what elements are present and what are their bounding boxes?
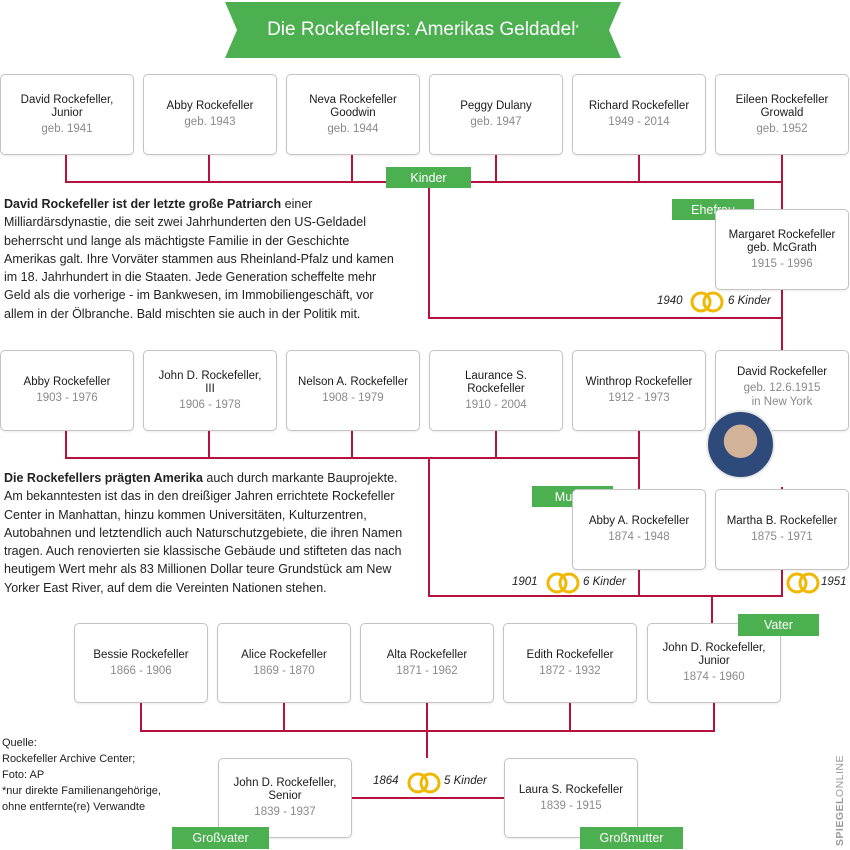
person-card-laurance: Laurance S. Rockefeller 1910 - 2004 xyxy=(429,350,563,431)
person-dates: geb. 1941 xyxy=(41,122,92,136)
person-name: Bessie Rockefeller xyxy=(93,649,188,662)
person-dates: 1871 - 1962 xyxy=(396,664,457,678)
person-card-alta: Alta Rockefeller 1871 - 1962 xyxy=(360,623,494,703)
person-dates: 1872 - 1932 xyxy=(539,664,600,678)
person-card-nelson: Nelson A. Rockefeller 1908 - 1979 xyxy=(286,350,420,431)
person-dates: geb. 1943 xyxy=(184,115,235,129)
person-dates: geb. 12.6.1915 in New York xyxy=(744,381,821,409)
person-dates: geb. 1947 xyxy=(470,115,521,129)
person-name: Peggy Dulany xyxy=(460,100,532,113)
person-card-winthrop: Winthrop Rockefeller 1912 - 1973 xyxy=(572,350,706,431)
david-rockefeller-photo xyxy=(706,410,775,479)
source-notes: Quelle: Rockefeller Archive Center; Foto… xyxy=(2,735,161,815)
person-dates: 1875 - 1971 xyxy=(751,530,812,544)
tag-grossvater: Großvater xyxy=(172,827,269,849)
person-name: Margaret Rockefeller geb. McGrath xyxy=(729,229,836,255)
photo-credit: Foto: AP xyxy=(2,767,161,783)
projects-bold: Die Rockefellers prägten Amerika xyxy=(4,471,203,485)
person-card-bessie: Bessie Rockefeller 1866 - 1906 xyxy=(74,623,208,703)
marriage-children-1940: 6 Kinder xyxy=(728,295,771,307)
person-card-abby-a: Abby A. Rockefeller 1874 - 1948 xyxy=(572,489,706,570)
person-card-martha: Martha B. Rockefeller 1875 - 1971 xyxy=(715,489,849,570)
person-name: Abby Rockefeller xyxy=(167,100,254,113)
person-dates: 1903 - 1976 xyxy=(36,391,97,405)
marriage-year-1864: 1864 xyxy=(373,775,399,787)
person-dates: 1949 - 2014 xyxy=(608,115,669,129)
person-dates: 1874 - 1960 xyxy=(683,670,744,684)
person-card-peggy: Peggy Dulany geb. 1947 xyxy=(429,74,563,155)
person-dates: 1906 - 1978 xyxy=(179,398,240,412)
person-dates: 1839 - 1937 xyxy=(254,805,315,819)
person-card-richard: Richard Rockefeller 1949 - 2014 xyxy=(572,74,706,155)
person-dates: 1908 - 1979 xyxy=(322,391,383,405)
person-card-alice: Alice Rockefeller 1869 - 1870 xyxy=(217,623,351,703)
wedding-rings-icon xyxy=(689,290,725,314)
siblings-line xyxy=(66,431,639,458)
gen3-line xyxy=(141,703,714,731)
marriage-year-1940: 1940 xyxy=(657,295,683,307)
person-name: Neva Rockefeller Goodwin xyxy=(309,94,397,120)
person-dates: 1912 - 1973 xyxy=(608,391,669,405)
watermark-suffix: ONLINE xyxy=(834,755,846,797)
person-name: John D. Rockefeller, Junior xyxy=(663,642,766,668)
person-card-abby-1943: Abby Rockefeller geb. 1943 xyxy=(143,74,277,155)
person-card-eileen: Eileen Rockefeller Growald geb. 1952 xyxy=(715,74,849,155)
person-card-neva: Neva Rockefeller Goodwin geb. 1944 xyxy=(286,74,420,155)
person-name: Laura S. Rockefeller xyxy=(519,784,623,797)
tag-grossmutter: Großmutter xyxy=(580,827,683,849)
source-archive: Rockefeller Archive Center; xyxy=(2,751,161,767)
person-card-margaret: Margaret Rockefeller geb. McGrath 1915 -… xyxy=(715,209,849,290)
wedding-rings-icon xyxy=(406,771,442,795)
tag-kinder: Kinder xyxy=(386,167,471,188)
person-dates: 1910 - 2004 xyxy=(465,398,526,412)
marriage-year-1951: 1951 xyxy=(821,576,847,588)
marriage-year-1901: 1901 xyxy=(512,576,538,588)
intro-bold: David Rockefeller ist der letzte große P… xyxy=(4,197,281,211)
tag-vater: Vater xyxy=(738,614,819,636)
wedding-rings-icon xyxy=(545,571,581,595)
footnote-line-1: *nur direkte Familienangehörige, xyxy=(2,783,161,799)
person-name: Abby Rockefeller xyxy=(24,376,111,389)
person-dates: 1839 - 1915 xyxy=(540,799,601,813)
wedding-rings-icon xyxy=(785,571,821,595)
marriage-children-1901: 6 Kinder xyxy=(583,576,626,588)
person-name: Nelson A. Rockefeller xyxy=(298,376,408,389)
person-dates: 1915 - 1996 xyxy=(751,257,812,271)
person-name: Edith Rockefeller xyxy=(527,649,614,662)
person-card-edith: Edith Rockefeller 1872 - 1932 xyxy=(503,623,637,703)
watermark-brand: SPIEGEL xyxy=(834,797,846,846)
person-name: Eileen Rockefeller Growald xyxy=(736,94,829,120)
person-name: Alice Rockefeller xyxy=(241,649,327,662)
person-dates: geb. 1944 xyxy=(327,122,378,136)
person-dates: geb. 1952 xyxy=(756,122,807,136)
person-name: Richard Rockefeller xyxy=(589,100,689,113)
person-card-abby-1903: Abby Rockefeller 1903 - 1976 xyxy=(0,350,134,431)
person-name: Alta Rockefeller xyxy=(387,649,468,662)
person-dates: 1866 - 1906 xyxy=(110,664,171,678)
projects-paragraph: Die Rockefellers prägten Amerika auch du… xyxy=(4,469,406,597)
person-card-john-sr: John D. Rockefeller, Senior 1839 - 1937 xyxy=(218,758,352,838)
person-card-laura: Laura S. Rockefeller 1839 - 1915 xyxy=(504,758,638,838)
person-name: Martha B. Rockefeller xyxy=(727,515,838,528)
person-name: John D. Rockefeller, III xyxy=(159,370,262,396)
intro-text: einer Milliardärsdynastie, die seit zwei… xyxy=(4,197,394,321)
marriage-children-1864: 5 Kinder xyxy=(444,775,487,787)
source-label: Quelle: xyxy=(2,735,161,751)
person-name: David Rockefeller, Junior xyxy=(21,94,114,120)
person-name: Winthrop Rockefeller xyxy=(586,376,693,389)
person-card-john-iii: John D. Rockefeller, III 1906 - 1978 xyxy=(143,350,277,431)
person-name: John D. Rockefeller, Senior xyxy=(234,777,337,803)
person-card-david-jr: David Rockefeller, Junior geb. 1941 xyxy=(0,74,134,155)
intro-paragraph: David Rockefeller ist der letzte große P… xyxy=(4,195,404,323)
person-name: Laurance S. Rockefeller xyxy=(465,370,527,396)
footnote-line-2: ohne entfernte(re) Verwandte xyxy=(2,799,161,815)
person-dates: 1874 - 1948 xyxy=(608,530,669,544)
person-dates: 1869 - 1870 xyxy=(253,664,314,678)
projects-text: auch durch markante Bauprojekte. Am beka… xyxy=(4,471,402,595)
spiegel-online-watermark: SPIEGELONLINE xyxy=(834,755,846,846)
person-name: Abby A. Rockefeller xyxy=(589,515,689,528)
person-name: David Rockefeller xyxy=(737,366,827,379)
